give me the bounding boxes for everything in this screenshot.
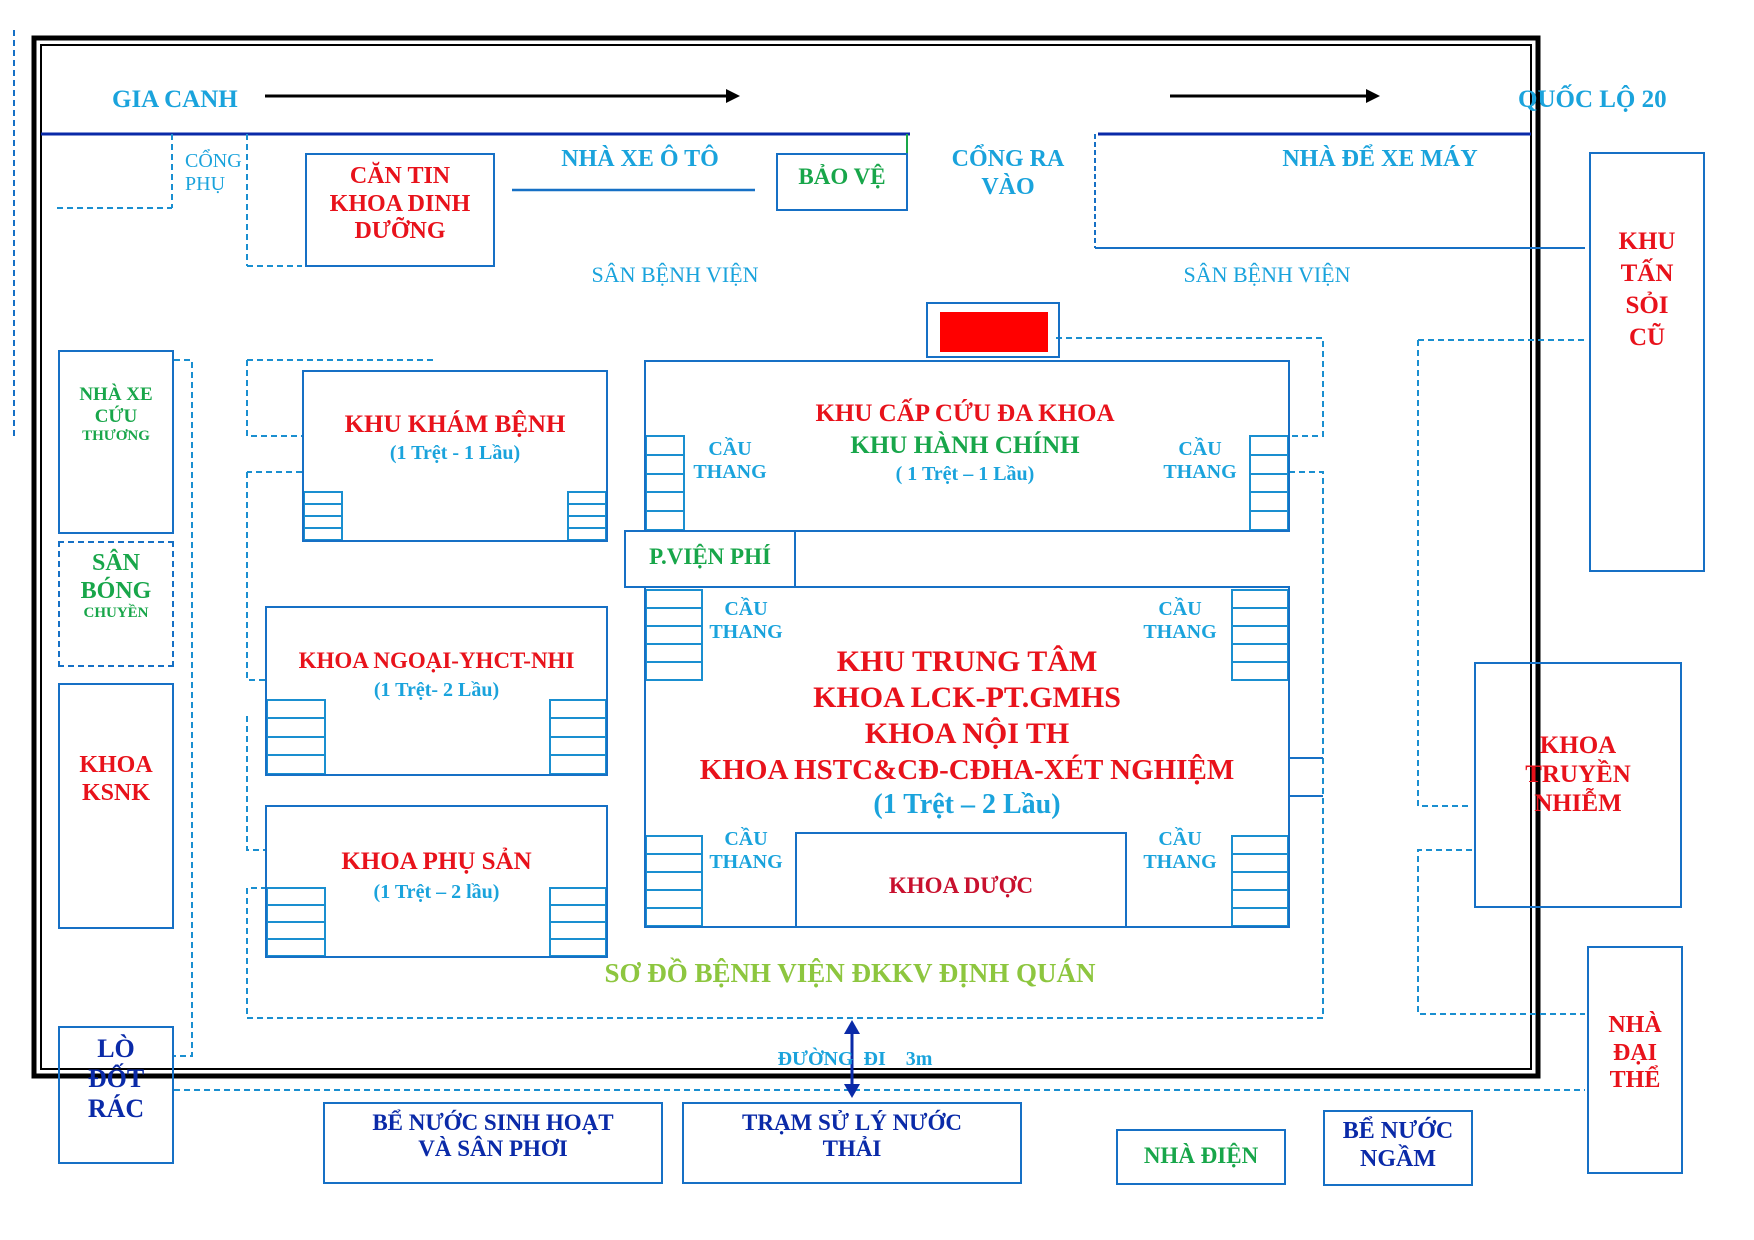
central-line1: KHU TRUNG TÂM (836, 645, 1098, 678)
central-line3: KHOA NỘI TH (864, 717, 1070, 750)
exam-label: KHU KHÁM BỆNH (344, 411, 566, 438)
exam-floors: (1 Trệt - 1 Lầu) (389, 442, 521, 464)
road-label-left: GIA CANH (112, 86, 238, 113)
emergency-floors: ( 1 Trệt – 1 Lầu) (895, 463, 1035, 485)
central-line4: KHOA HSTC&CĐ-CĐHA-XÉT NGHIỆM (699, 754, 1235, 786)
marker-frame (926, 302, 1060, 358)
canteen-box (305, 153, 495, 267)
exam-box (302, 370, 608, 542)
sports-box (58, 541, 174, 667)
yard-left-label: SÂN BỆNH VIỆN (591, 262, 759, 287)
fees-label: P.VIỆN PHÍ (649, 544, 771, 569)
obst-box (265, 805, 608, 958)
power-label: NHÀ ĐIỆN (1143, 1143, 1259, 1168)
outer-frame (31, 35, 1541, 1079)
inner-frame (40, 44, 1532, 1070)
stairs-emergency-left (645, 435, 685, 531)
surgery-box (265, 606, 608, 776)
moto-park-label: NHÀ ĐỂ XE MÁY (1282, 146, 1478, 172)
ambulance-box (58, 350, 174, 534)
morgue-box (1587, 946, 1683, 1174)
guard-box (776, 153, 908, 211)
central-line2: KHOA LCK-PT.GMHS (813, 681, 1121, 714)
admin-label: KHU HÀNH CHÍNH (850, 432, 1080, 459)
ksnk-box (58, 683, 174, 929)
wastewater-box (682, 1102, 1022, 1184)
emergency-label: KHU CẤP CỨU ĐA KHOA (815, 400, 1115, 427)
pharmacy-label: KHOA DƯỢC (888, 873, 1034, 898)
underground-tank-box (1323, 1110, 1473, 1186)
water-tank-box (323, 1102, 663, 1184)
power-box (1116, 1129, 1286, 1185)
stairs-central-tr (1231, 589, 1289, 681)
stairs-central-tl (645, 589, 703, 681)
obst-label: KHOA PHỤ SẢN (341, 848, 532, 875)
arrow-head-right (1366, 89, 1380, 103)
red-marker (940, 312, 1048, 352)
surgery-label: KHOA NGOẠI-YHCT-NHI (298, 648, 575, 673)
obst-floors: (1 Trệt – 2 lầu) (373, 881, 500, 903)
incinerator-box (58, 1026, 174, 1164)
yard-right-label: SÂN BỆNH VIỆN (1183, 262, 1351, 287)
old-area-box (1589, 152, 1705, 572)
emergency-box (644, 360, 1290, 532)
guard-label: BẢO VỆ (798, 164, 886, 189)
infectious-box (1474, 662, 1682, 908)
diagram-title: SƠ ĐỒ BỆNH VIỆN ĐKKV ĐỊNH QUÁN (604, 958, 1096, 988)
road-label-right: QUỐC LỘ 20 (1518, 86, 1667, 113)
central-floors: (1 Trệt – 2 Lầu) (873, 789, 1061, 820)
car-park-label: NHÀ XE Ô TÔ (561, 146, 719, 172)
pharmacy-box (795, 832, 1127, 928)
arrow-head-left (726, 89, 740, 103)
surgery-floors: (1 Trệt- 2 Lầu) (373, 679, 500, 701)
path-label: ĐƯỜNG ĐI 3m (777, 1048, 933, 1070)
